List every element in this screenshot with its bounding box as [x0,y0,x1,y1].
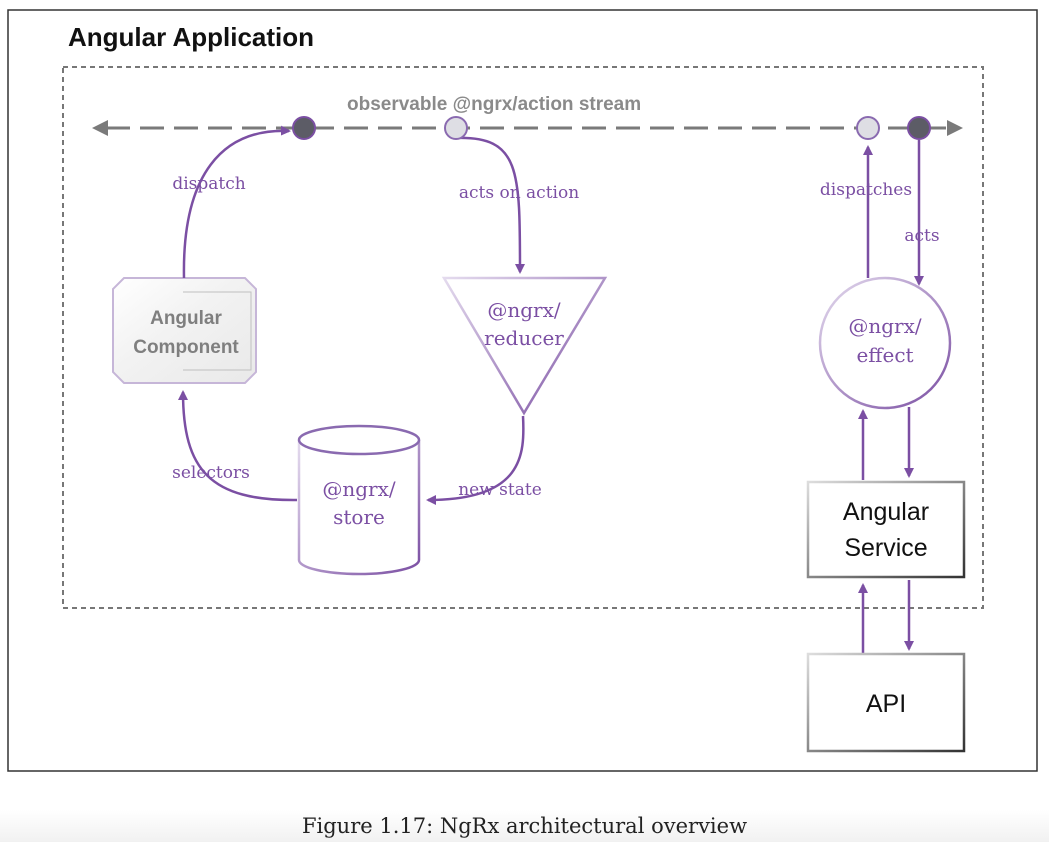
selectors-label: selectors [172,463,250,483]
acts-on-action-arrow [455,136,525,274]
service-label-line1: Angular [843,498,929,526]
new-state-arrow [426,415,525,505]
component-label-line1: Angular [150,308,222,329]
component-inner-shade [183,291,252,371]
effect-label-line2: effect [856,343,913,367]
stream-dot-reduced-action [444,116,468,140]
selectors-arrow [178,390,298,502]
new-state-label: new state [458,480,542,500]
component-label-line2: Component [133,337,239,358]
angular-component-node [112,277,257,384]
application-boundary [62,66,984,609]
figure-caption: Figure 1.17: NgRx architectural overview [0,810,1049,842]
angular-service-node [806,480,966,579]
stream-arrow-right [947,120,963,136]
dispatch-label: dispatch [172,174,245,194]
store-label-line1: @ngrx/ [322,477,396,501]
api-node [806,652,966,753]
acts-label: acts [904,226,939,246]
dispatch-arrow [182,125,291,279]
reducer-label-line1: @ngrx/ [487,298,561,322]
architecture-diagram: Angular Application observable @ngrx/act… [7,9,1038,772]
api-label: API [866,690,906,718]
reducer-node [441,276,608,416]
reducer-label-line2: reducer [484,326,564,350]
effect-node [818,276,952,410]
acts-on-action-label: acts on action [459,183,579,203]
service-label-line2: Service [844,534,927,562]
stream-dot-dispatched-action [292,116,316,140]
stream-arrow-left [92,120,108,136]
dispatches-label: dispatches [820,180,912,200]
store-top [297,424,421,456]
stream-dot-effect-input [907,116,931,140]
store-node [297,440,421,576]
effect-label-line1: @ngrx/ [848,314,922,338]
store-label-line2: store [333,505,385,529]
stream-label: observable @ngrx/action stream [347,94,641,115]
diagram-title: Angular Application [68,22,314,52]
stream-dot-effect-output [856,116,880,140]
